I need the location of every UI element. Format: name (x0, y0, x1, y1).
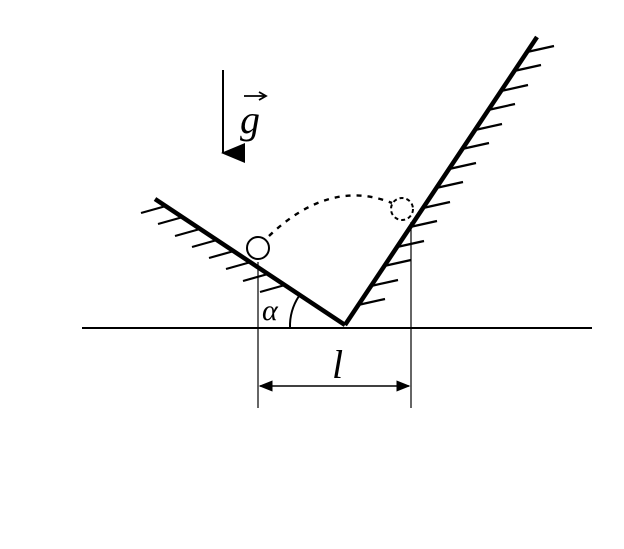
angle-arc (288, 295, 300, 329)
right-incline-hatching (357, 44, 555, 307)
gravity-label: g (240, 97, 260, 142)
ball-start-solid-circle (246, 236, 270, 260)
right-incline (343, 35, 539, 327)
left-incline-hatching (140, 204, 286, 294)
trajectory-dotted-arc (268, 194, 393, 237)
ball-end-dashed-circle (390, 197, 414, 221)
angle-label: α (262, 294, 279, 327)
distance-label: l (332, 342, 343, 387)
gravity-vector-arrowhead-icon (258, 91, 268, 101)
